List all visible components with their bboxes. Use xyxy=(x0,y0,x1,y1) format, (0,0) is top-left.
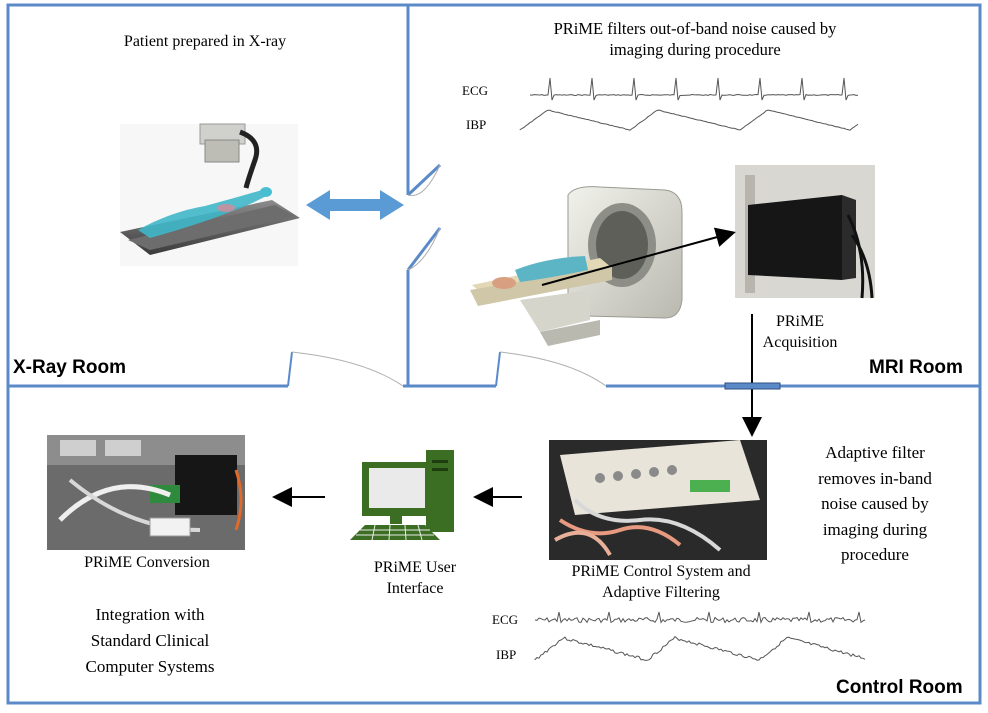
prime-acquisition-line-1: PRiME xyxy=(775,313,824,330)
adaptive-line-3: noise caused by xyxy=(821,494,929,513)
prime-acquisition-caption: PRiME Acquisition xyxy=(745,311,855,353)
integration-line-1: Integration with xyxy=(95,605,205,624)
prime-conversion-caption: PRiME Conversion xyxy=(84,554,210,571)
adaptive-line-1: Adaptive filter xyxy=(825,443,925,462)
adaptive-line-2: removes in-band xyxy=(818,468,932,488)
prime-control-system-image xyxy=(549,440,767,560)
mri-ecg-label: ECG xyxy=(462,83,488,98)
integration-line-3: Computer Systems xyxy=(85,657,215,676)
control-room-label: Control Room xyxy=(836,677,963,698)
prime-acquisition-line-2: Acquisition xyxy=(762,334,838,351)
prime-acquisition-image xyxy=(735,165,875,299)
mri-caption-line-2: imaging during procedure xyxy=(609,40,781,59)
computer-icon xyxy=(350,450,454,541)
user-interface-line-1: PRiME User xyxy=(373,559,457,576)
room-walls xyxy=(6,3,982,705)
adaptive-filter-caption: Adaptive filter removes in-band noise ca… xyxy=(790,440,960,568)
control-signal-traces xyxy=(534,611,866,661)
wall-penetration-panel xyxy=(724,382,781,390)
integration-line-2: Standard Clinical xyxy=(90,631,210,650)
mri-caption: PRiME filters out-of-band noise caused b… xyxy=(470,18,920,60)
xray-room-label: X-Ray Room xyxy=(13,357,126,378)
mri-caption-line-1: PRiME filters out-of-band noise caused b… xyxy=(553,19,837,38)
control-ibp-label: IBP xyxy=(496,647,517,662)
control-system-line-1: PRiME Control System and xyxy=(571,563,751,580)
xray-patient-image xyxy=(120,123,300,266)
mri-ibp-trace xyxy=(519,109,859,131)
xray-caption: Patient prepared in X-ray xyxy=(123,33,287,50)
doors xyxy=(287,163,607,390)
outer-wall xyxy=(6,3,982,705)
scanner-to-acquisition-arrow xyxy=(541,227,736,286)
mri-signal-traces xyxy=(519,77,859,131)
control-ibp-trace xyxy=(534,635,866,661)
adaptive-line-5: procedure xyxy=(841,545,909,564)
adaptive-line-4: imaging during xyxy=(822,519,928,539)
mri-ibp-label: IBP xyxy=(466,117,487,132)
mri-ecg-trace xyxy=(529,77,859,101)
user-interface-caption: PRiME User Interface xyxy=(350,557,480,599)
control-ecg-trace xyxy=(534,611,866,625)
integration-caption: Integration with Standard Clinical Compu… xyxy=(40,602,260,680)
control-system-line-2: Adaptive Filtering xyxy=(602,584,720,601)
user-interface-line-2: Interface xyxy=(386,580,444,597)
control-ecg-label: ECG xyxy=(492,612,518,627)
mri-scanner-image xyxy=(470,186,683,346)
mri-room-label: MRI Room xyxy=(869,357,963,378)
prime-conversion-image xyxy=(47,435,245,550)
control-system-caption: PRiME Control System and Adaptive Filter… xyxy=(540,561,782,603)
patient-transfer-arrow xyxy=(306,190,404,220)
